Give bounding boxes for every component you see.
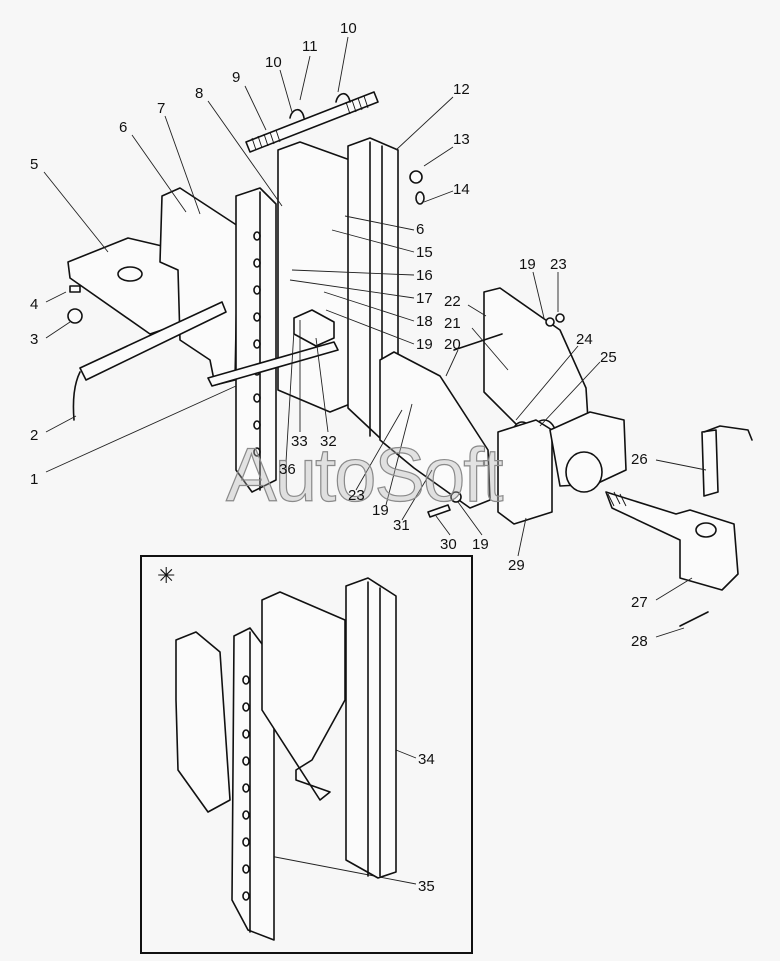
clevis-hole	[695, 522, 717, 538]
bar-hole	[242, 783, 250, 793]
callout-22: 22	[444, 293, 461, 310]
inset-frame-plate	[261, 591, 346, 801]
callout-24: 24	[576, 331, 593, 348]
callout-4: 4	[30, 296, 39, 313]
part-plate-22	[483, 287, 589, 441]
callout-8: 8	[195, 85, 204, 102]
inset-bracket	[175, 631, 231, 813]
callout-5: 5	[30, 156, 39, 173]
housing-bore	[565, 451, 603, 493]
bar-hole	[253, 420, 261, 430]
callout-10: 10	[265, 54, 282, 71]
callout-19-lower: 19	[472, 536, 489, 553]
callout-33: 33	[291, 433, 308, 450]
part-bracket-7	[159, 187, 239, 386]
bar-hole	[242, 729, 250, 739]
bar-hole	[242, 837, 250, 847]
bar-hole	[242, 891, 250, 901]
part-rod-9	[245, 91, 379, 153]
inset-alternative-assembly	[175, 577, 397, 941]
part-washer-4	[69, 285, 81, 293]
bar-hole	[253, 258, 261, 268]
bar-holes	[253, 231, 261, 457]
callout-23-bottom: 23	[348, 487, 365, 504]
callout-3: 3	[30, 331, 39, 348]
inset-rail-groove	[367, 581, 381, 877]
callout-30: 30	[440, 536, 457, 553]
callout-35: 35	[418, 878, 435, 895]
bar-hole	[242, 756, 250, 766]
callout-36: 36	[279, 461, 296, 478]
bar-hole	[242, 702, 250, 712]
callout-21: 21	[444, 315, 461, 332]
bar-hole	[242, 864, 250, 874]
bar-hole	[253, 312, 261, 322]
part-nut-23	[555, 313, 565, 323]
bar-hole	[242, 675, 250, 685]
callout-9: 9	[232, 69, 241, 86]
callout-29: 29	[508, 557, 525, 574]
inset-bar-holes	[242, 675, 250, 901]
bar-hole	[253, 447, 261, 457]
callout-14: 14	[453, 181, 470, 198]
callout-18: 18	[416, 313, 433, 330]
callout-34: 34	[418, 751, 435, 768]
part-bolt-20	[453, 333, 503, 351]
callout-10-right: 10	[340, 20, 357, 37]
inset-frame	[140, 555, 473, 954]
part-washer-19	[545, 317, 555, 327]
part-shaft-2	[79, 301, 227, 381]
callout-15: 15	[416, 244, 433, 261]
leader-lines	[43, 36, 707, 885]
callout-13: 13	[453, 131, 470, 148]
asterisk-marker: ✳	[157, 563, 176, 588]
callout-26: 26	[631, 451, 648, 468]
callout-6-right: 6	[416, 221, 425, 238]
part-clevis-27	[605, 491, 739, 591]
bar-hole	[242, 810, 250, 820]
callout-20: 20	[444, 336, 461, 353]
watermark: AutoSoft	[225, 433, 504, 518]
bar-hole	[253, 231, 261, 241]
callout-17: 17	[416, 290, 433, 307]
part-frame-plate	[277, 141, 351, 413]
inset-rail-34	[345, 577, 397, 879]
callout-23-top: 23	[550, 256, 567, 273]
part-nut	[409, 170, 423, 184]
callout-19-top: 19	[519, 256, 536, 273]
callout-31: 31	[393, 517, 410, 534]
part-washer-19b	[450, 491, 462, 503]
shaft-handle	[72, 371, 81, 421]
callout-2: 2	[30, 427, 39, 444]
clevis-thread	[607, 491, 627, 507]
callout-11: 11	[302, 38, 318, 55]
part-clamp-10	[289, 92, 351, 119]
callout-16: 16	[416, 267, 433, 284]
callout-19-bottom: 19	[372, 502, 389, 519]
callout-27: 27	[631, 594, 648, 611]
part-bolt-30	[427, 504, 451, 518]
callout-19: 19	[416, 336, 433, 353]
rod-thread	[251, 95, 369, 151]
callout-12: 12	[453, 81, 470, 98]
bar-hole	[253, 339, 261, 349]
part-bolt-3	[67, 308, 83, 324]
callout-32: 32	[320, 433, 337, 450]
callout-1: 1	[30, 471, 39, 488]
callout-7: 7	[157, 100, 166, 117]
part-crossbar	[207, 341, 339, 387]
part-washer-14	[415, 191, 425, 205]
part-pin-26	[701, 429, 719, 497]
callout-6: 6	[119, 119, 128, 136]
plate-hole	[117, 266, 143, 282]
callout-28: 28	[631, 633, 648, 650]
bar-hole	[253, 393, 261, 403]
callout-25: 25	[600, 349, 617, 366]
bar-hole	[253, 285, 261, 295]
part-cotter-28	[679, 611, 709, 627]
part-coupling-block-29	[497, 419, 553, 525]
part-plate-left	[379, 351, 491, 509]
pin-handle	[703, 425, 753, 441]
